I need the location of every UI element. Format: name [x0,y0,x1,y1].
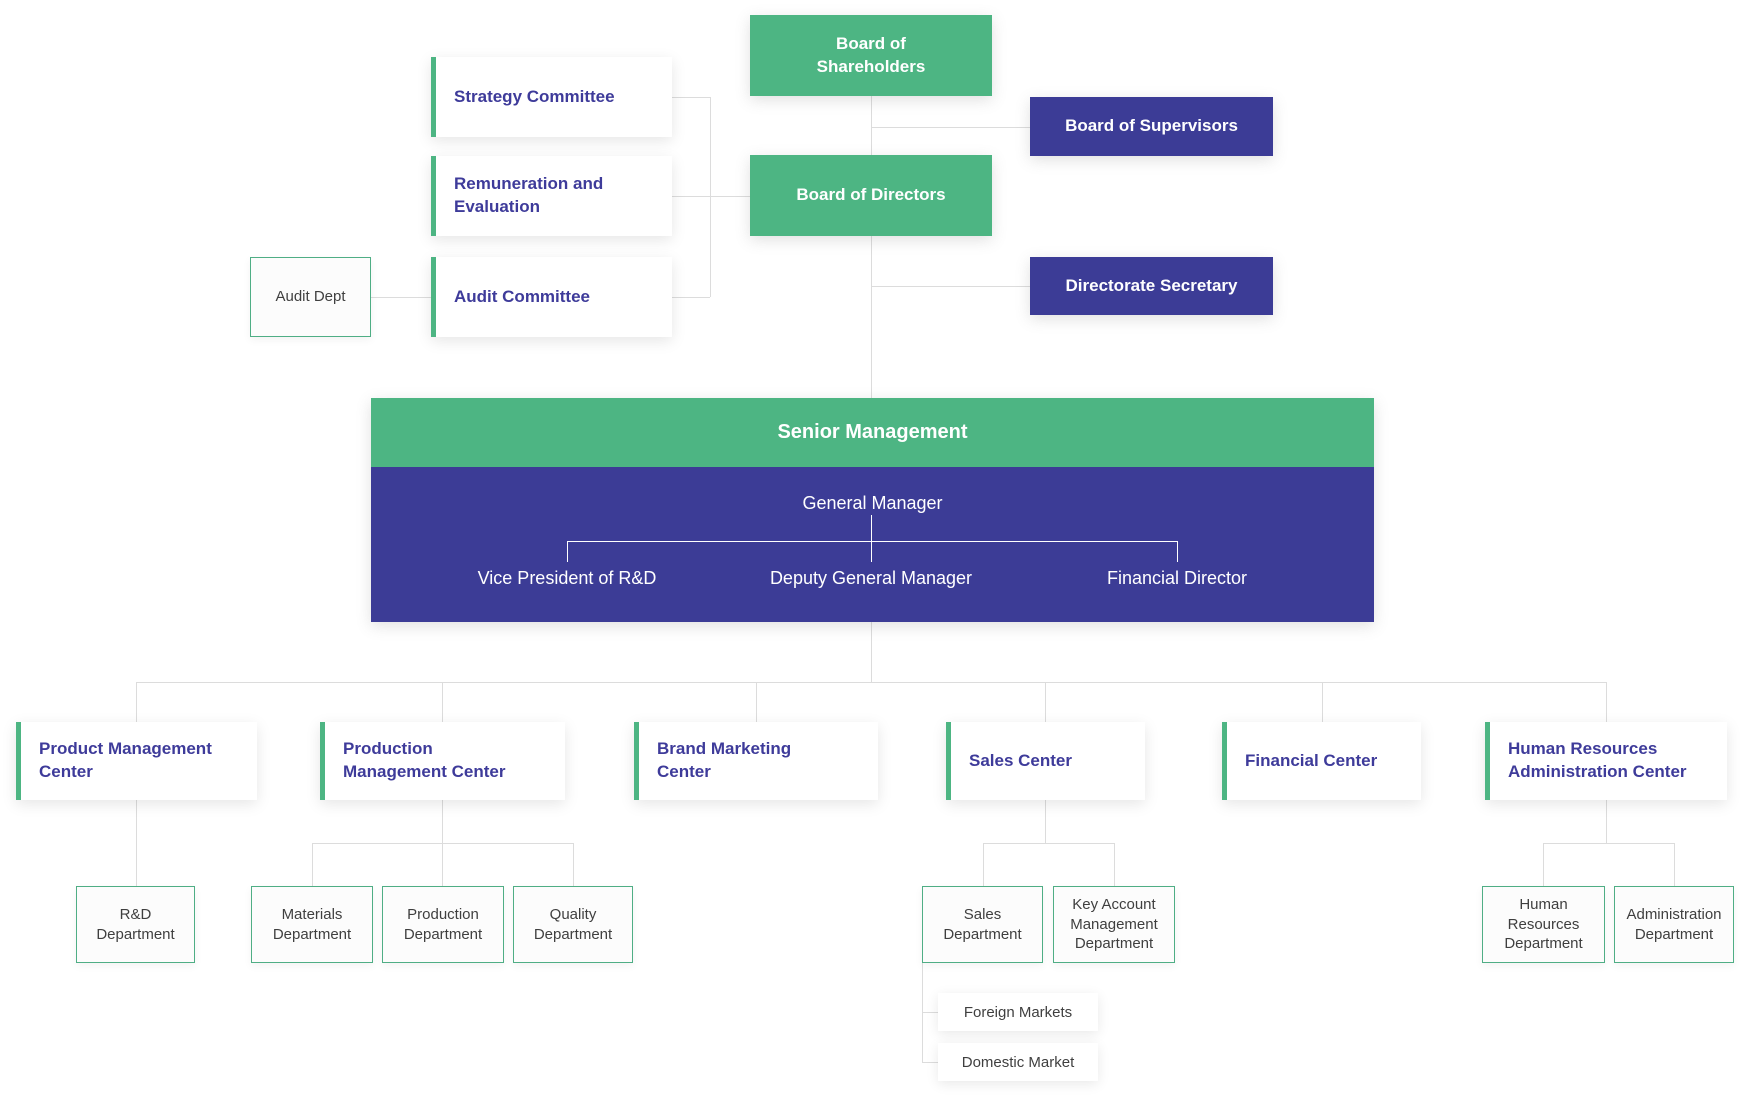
connector-salescenter-down [1045,800,1046,843]
node-board-of-supervisors: Board of Supervisors [1030,97,1273,156]
connector-drop-dgm [871,541,872,562]
connector-drop-production [442,682,443,722]
node-board-of-shareholders: Board of Shareholders [750,15,992,96]
connector-roles-rail [567,541,1177,542]
node-label: Foreign Markets [963,1003,1073,1021]
node-deputy-general-manager: Deputy General Manager [769,568,973,588]
node-label: Production Management Center [343,739,506,781]
node-label: Strategy Committee [454,86,615,106]
connector-centers-rail [136,682,1606,683]
connector-auditdept-stub [371,297,431,298]
connector-productioncenter-down [442,800,443,843]
node-vice-president-rnd: Vice President of R&D [477,568,657,588]
node-general-manager: General Manager [802,493,943,513]
node-hr-administration-center: Human Resources Administration Center [1485,722,1727,800]
node-label: Production Department [403,905,483,943]
connector-drop-keyaccount [1114,843,1115,886]
connector-drop-quality [573,843,574,886]
node-label: Board of Directors [796,185,946,205]
connector-sales-bracket [983,843,1114,844]
connector-drop-product [136,682,137,722]
node-rnd-department: R&D Department [76,886,195,963]
connector-drop-admindept [1674,843,1675,886]
connector-drop-sales [1045,682,1046,722]
connector-remuneration-directors [672,196,750,197]
node-quality-department: Quality Department [513,886,633,963]
connector-drop-financial [1322,682,1323,722]
node-label: Board of Supervisors [1065,116,1238,136]
node-administration-department: Administration Department [1614,886,1734,963]
node-label: Human Resources Administration Center [1508,739,1687,781]
connector-foreign-stub [922,1012,938,1013]
node-domestic-market: Domestic Market [938,1043,1098,1081]
node-production-department: Production Department [382,886,504,963]
connector-hr-bracket [1543,843,1674,844]
node-sales-department: Sales Department [922,886,1043,963]
connector-drop-materials [312,843,313,886]
node-product-management-center: Product Management Center [16,722,257,800]
node-foreign-markets: Foreign Markets [938,993,1098,1031]
node-label: Domestic Market [961,1053,1075,1071]
connector-drop-brand [756,682,757,722]
node-label: Administration Department [1626,905,1722,943]
connector-drop-hrdept [1543,843,1544,886]
connector-hrcenter-down [1606,800,1607,843]
node-label: Materials Department [272,905,352,943]
connector-drop-salesdept [983,843,984,886]
node-human-resources-department: Human Resources Department [1482,886,1605,963]
node-label: Audit Dept [275,288,346,306]
node-key-account-management-department: Key Account Management Department [1053,886,1175,963]
node-label: Human Resources Department [1504,895,1583,953]
senior-management-body: General Manager Vice President of R&D De… [371,467,1374,622]
node-label: Product Management Center [39,739,212,781]
connector-drop-vp [567,541,568,562]
node-financial-director: Financial Director [1106,568,1248,588]
node-financial-center: Financial Center [1222,722,1421,800]
connector-to-supervisors [871,127,1030,128]
node-label: Directorate Secretary [1065,275,1238,295]
connector-auditcommittee-stub [672,297,710,298]
senior-management-header: Senior Management [371,398,1374,467]
connector-drop-productiondept [442,843,443,886]
node-audit-dept: Audit Dept [250,257,371,337]
node-directorate-secretary: Directorate Secretary [1030,257,1273,315]
connector-committee-bracket [710,97,711,297]
connector-shareholders-directors [871,96,872,155]
node-label: Sales Center [969,750,1072,770]
node-label: Quality Department [533,905,613,943]
node-label: Key Account Management Department [1070,895,1158,953]
node-label: Brand Marketing Center [657,739,792,781]
node-remuneration-evaluation: Remuneration and Evaluation [431,156,672,236]
node-materials-department: Materials Department [251,886,373,963]
node-senior-management: Senior Management General Manager Vice P… [371,398,1374,622]
connector-domestic-stub [922,1062,938,1063]
connector-drop-fd [1177,541,1178,562]
connector-directors-senior [871,236,872,398]
senior-management-title: Senior Management [777,421,968,443]
node-production-management-center: Production Management Center [320,722,565,800]
node-audit-committee: Audit Committee [431,257,672,337]
node-label: Board of Shareholders [816,33,926,76]
node-label: Remuneration and Evaluation [454,174,604,216]
node-strategy-committee: Strategy Committee [431,57,672,137]
node-label: Financial Center [1245,750,1378,770]
connector-product-rnd [136,800,137,886]
connector-to-secretary [871,286,1030,287]
connector-gm-down [871,515,872,541]
node-board-of-directors: Board of Directors [750,155,992,236]
connector-senior-down [871,622,872,682]
node-sales-center: Sales Center [946,722,1145,800]
node-label: Sales Department [943,905,1022,943]
node-label: Audit Committee [454,286,590,306]
connector-strategy-stub [672,97,710,98]
connector-drop-hr [1606,682,1607,722]
node-brand-marketing-center: Brand Marketing Center [634,722,878,800]
node-label: R&D Department [96,905,175,943]
